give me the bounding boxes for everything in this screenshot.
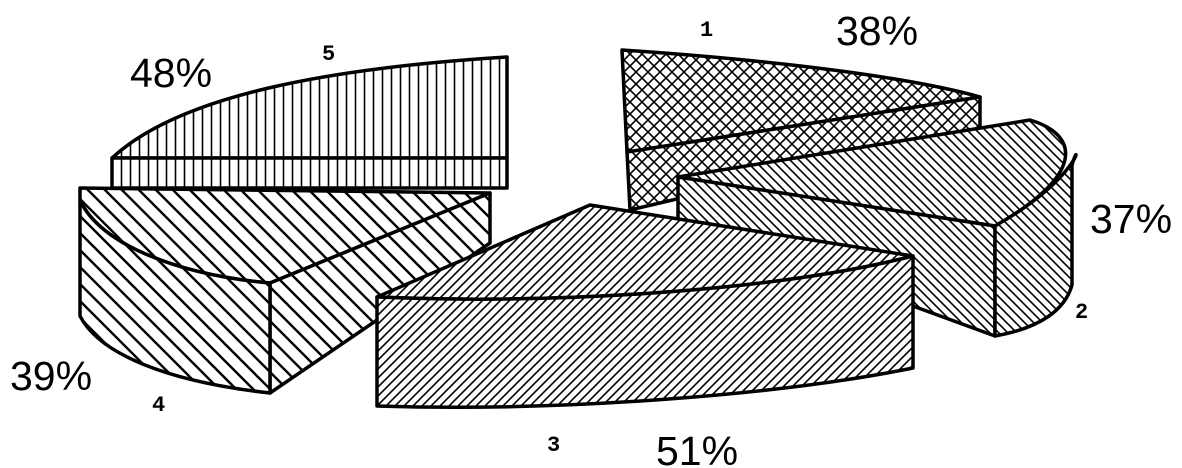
slice-5-category-label: 5	[322, 42, 335, 67]
slice-3	[375, 203, 915, 409]
slice-1-category-label: 1	[700, 18, 713, 43]
slice-1-value-label: 38%	[836, 8, 918, 54]
slice-4-value-label: 39%	[10, 353, 92, 399]
slice-5	[110, 55, 509, 190]
slice-5-value-label: 48%	[130, 50, 212, 96]
slice-2-category-label: 2	[1075, 300, 1088, 325]
slice-2-value-label: 37%	[1090, 196, 1172, 242]
slice-3-category-label: 3	[547, 433, 560, 458]
slice-3-value-label: 51%	[656, 428, 738, 468]
slice-4	[78, 186, 492, 395]
slice-4-category-label: 4	[152, 393, 165, 418]
